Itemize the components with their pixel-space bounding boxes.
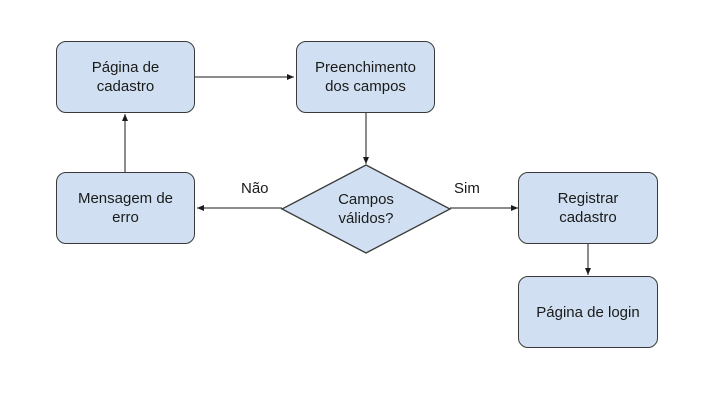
node-preenchimento-dos-campos: Preenchimento dos campos	[296, 41, 435, 113]
edge-label-nao: Não	[241, 180, 269, 197]
edge-label-sim: Sim	[454, 180, 480, 197]
node-label-line2: dos campos	[325, 78, 406, 95]
node-label-line1: Página de login	[536, 303, 640, 321]
node-label-line1: Mensagem de	[77, 190, 174, 207]
node-label-line1: Página de	[91, 59, 160, 76]
node-registrar-cadastro: Registrar cadastro	[518, 172, 658, 244]
decision-label: Campos válidos?	[306, 186, 426, 232]
node-label-line2: cadastro	[559, 209, 617, 226]
decision-diamond	[280, 164, 452, 254]
node-label-line2: cadastro	[96, 78, 155, 95]
node-pagina-de-login: Página de login	[518, 276, 658, 348]
node-label-line2: erro	[112, 209, 139, 226]
decision-label-line1: Campos	[338, 191, 394, 208]
node-pagina-de-cadastro: Página de cadastro	[56, 41, 195, 113]
node-mensagem-de-erro: Mensagem de erro	[56, 172, 195, 244]
node-label-line1: Preenchimento	[315, 59, 416, 76]
node-label-line1: Registrar	[557, 190, 619, 207]
decision-label-line2: válidos?	[338, 210, 394, 227]
